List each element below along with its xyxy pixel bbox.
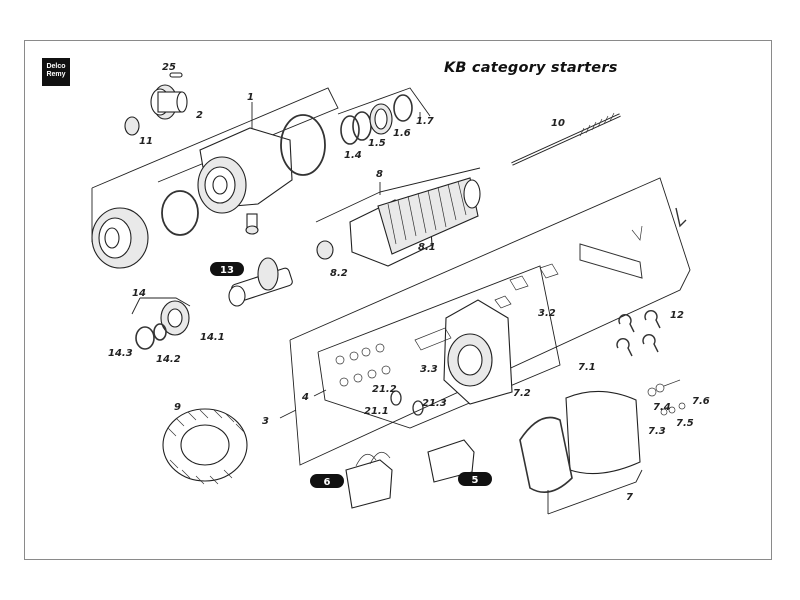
o-ring-small-part xyxy=(161,190,199,236)
label-1-7: 1.7 xyxy=(416,116,434,127)
label-7-5: 7.5 xyxy=(676,418,694,429)
label-14-1: 14.1 xyxy=(200,332,225,343)
terminals-12-part xyxy=(616,310,661,357)
pin-25-part xyxy=(169,72,183,78)
group-box-8 xyxy=(315,167,481,223)
diagram-title: KB category starters xyxy=(444,60,618,76)
shaft-assembly-13-part xyxy=(228,257,293,307)
group-box-7 xyxy=(547,469,643,515)
label-7: 7 xyxy=(626,492,633,503)
shaft-10-part xyxy=(511,112,621,166)
callout-5-marker: 5 xyxy=(458,472,492,486)
brush-block-5-part xyxy=(427,439,475,483)
bolt-part xyxy=(245,213,259,235)
small-parts-21-part xyxy=(335,343,424,416)
pinion-gear-2-part xyxy=(150,84,188,120)
roller-11-part xyxy=(124,116,140,136)
label-11: 11 xyxy=(139,136,153,147)
front-flange-part xyxy=(91,207,149,269)
label-21-3: 21.3 xyxy=(422,398,447,409)
end-housing-7-2-part xyxy=(443,299,513,405)
label-25: 25 xyxy=(162,62,176,73)
rings-1-4-to-1-7-part xyxy=(340,94,413,145)
label-14-2: 14.2 xyxy=(156,354,181,365)
label-7-6: 7.6 xyxy=(692,396,710,407)
brush-holder-9-part xyxy=(162,408,248,485)
gasket-7-part xyxy=(519,416,573,494)
logo-line-2: Remy xyxy=(46,71,66,78)
armature-8-part xyxy=(316,177,481,267)
label-10: 10 xyxy=(551,118,565,129)
group-box-14 xyxy=(131,297,191,315)
group-box-3 xyxy=(279,177,691,466)
o-ring-large-part xyxy=(280,114,326,176)
callout-6-marker: 6 xyxy=(310,474,344,488)
label-3-3: 3.3 xyxy=(420,364,438,375)
label-14-3: 14.3 xyxy=(108,348,133,359)
callout-6-label: 6 xyxy=(324,477,331,488)
label-3-2: 3.2 xyxy=(538,308,556,319)
label-12: 12 xyxy=(670,310,684,321)
label-1-5: 1.5 xyxy=(368,138,386,149)
label-8: 8 xyxy=(376,169,383,180)
label-3: 3 xyxy=(262,416,269,427)
label-8-1: 8.1 xyxy=(418,242,436,253)
group-box-1-x xyxy=(337,87,431,120)
diagram-frame xyxy=(24,40,772,560)
label-1-6: 1.6 xyxy=(393,128,411,139)
label-8-2: 8.2 xyxy=(330,268,348,279)
callout-13-marker: 13 xyxy=(210,262,244,276)
switch-6-part xyxy=(345,451,393,509)
callout-13-label: 13 xyxy=(220,265,234,276)
label-4: 4 xyxy=(301,392,309,403)
label-1-4: 1.4 xyxy=(344,150,362,161)
delco-remy-logo: Delco Remy xyxy=(42,58,70,86)
fasteners-7-part xyxy=(647,379,686,416)
label-7-1: 7.1 xyxy=(578,362,596,373)
label-21-2: 21.2 xyxy=(372,384,397,395)
solenoid-components-part xyxy=(414,225,643,351)
logo-line-1: Delco xyxy=(46,63,66,70)
drive-housing-1-part xyxy=(197,127,293,214)
label-9: 9 xyxy=(174,402,181,413)
label-7-4: 7.4 xyxy=(653,402,671,413)
callout-5-label: 5 xyxy=(472,475,479,486)
label-14: 14 xyxy=(132,288,146,299)
clip-part xyxy=(675,207,687,228)
label-21-1: 21.1 xyxy=(364,406,389,417)
label-1: 1 xyxy=(247,92,254,103)
label-2: 2 xyxy=(196,110,203,121)
plate-14-part xyxy=(135,300,190,350)
label-7-2: 7.2 xyxy=(513,388,531,399)
cover-7-1-part xyxy=(565,390,641,475)
label-7-3: 7.3 xyxy=(648,426,666,437)
